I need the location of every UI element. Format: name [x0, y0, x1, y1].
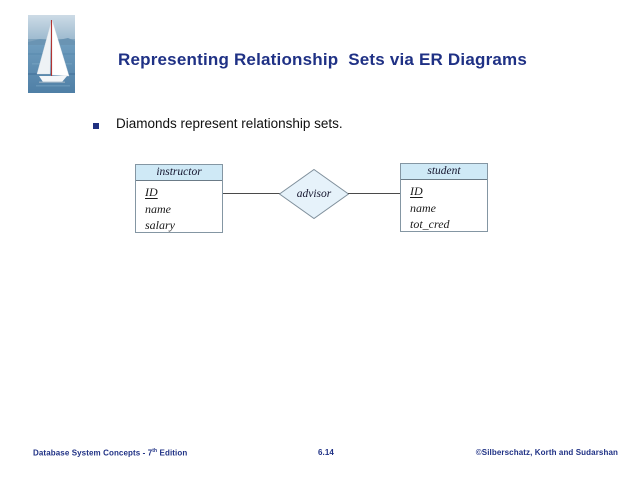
diamond-shape	[278, 168, 350, 220]
bullet-marker-icon	[93, 123, 99, 129]
entity-student: student ID name tot_cred	[400, 163, 488, 232]
connector-instructor-advisor	[223, 193, 280, 194]
relationship-advisor: advisor	[278, 168, 350, 220]
footer-page-number: 6.14	[318, 448, 334, 457]
attribute-student-totcred: tot_cred	[410, 217, 450, 231]
sailboat-photo-icon	[28, 15, 75, 93]
relationship-advisor-name: advisor	[296, 188, 332, 200]
footer-edition-sup: th	[152, 448, 158, 454]
footer-edition-text: Edition	[157, 448, 188, 458]
attribute-student-name: name	[410, 200, 436, 215]
footer-book-title: Database System Concepts - 7th Edition	[33, 448, 187, 458]
entity-instructor: instructor ID name salary	[135, 164, 223, 233]
attribute-instructor-salary: salary	[145, 218, 175, 232]
footer-book-title-text: Database System Concepts - 7	[33, 448, 153, 458]
connector-advisor-student	[348, 193, 400, 194]
bullet-text: Diamonds represent relationship sets.	[116, 116, 343, 131]
attribute-instructor-name: name	[145, 201, 171, 216]
page-title: Representing Relationship Sets via ER Di…	[118, 50, 528, 69]
entity-student-name: student	[401, 164, 487, 180]
attribute-student-id: ID	[410, 184, 423, 198]
attribute-instructor-id: ID	[145, 185, 158, 199]
footer-copyright: ©Silberschatz, Korth and Sudarshan	[475, 448, 618, 457]
entity-instructor-name: instructor	[136, 165, 222, 181]
